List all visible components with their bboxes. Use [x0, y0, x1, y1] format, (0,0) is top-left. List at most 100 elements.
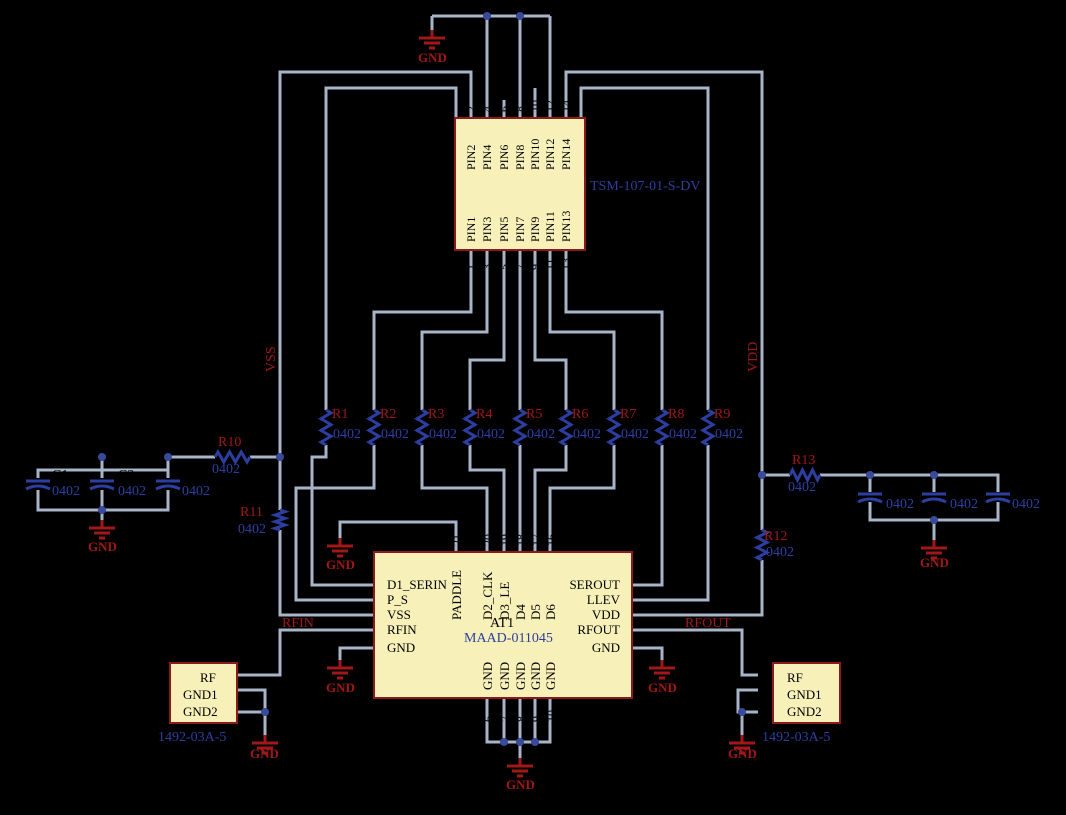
at1-right-pin-label: LLEV: [587, 592, 621, 607]
resistor-ref: R9: [714, 407, 730, 422]
ground-symbol: [507, 758, 533, 778]
ground-label: GND: [648, 680, 677, 695]
j4-bottom-pin-label: PIN3: [480, 217, 494, 242]
resistor-value: 0402: [573, 427, 601, 442]
at1-left-pin-label: D1_SERIN: [387, 577, 448, 592]
resistor-ref: R13: [792, 453, 815, 468]
j1-num-3: 3: [244, 698, 250, 712]
at1-top-pin-number: 20: [481, 534, 495, 546]
ground-symbol: [419, 30, 445, 50]
at1-bottom-pin-label: GND: [513, 662, 528, 690]
resistor-value: 0402: [429, 427, 457, 442]
j4-bottom-pin-number: 13: [559, 258, 573, 270]
capacitor-symbol: [155, 479, 181, 491]
at1-bottom-pin-number: 8: [514, 716, 528, 722]
capacitor-ref: C5: [950, 481, 966, 496]
connector-j4: PIN22PIN44PIN66PIN88PIN1010PIN1212PIN141…: [454, 100, 700, 270]
at1-right-pin-label: GND: [592, 640, 620, 655]
ground-symbol: [327, 660, 353, 680]
at1-part: MAAD-011045: [464, 631, 553, 646]
j4-top-pin-label: PIN6: [497, 145, 511, 170]
ground-symbol: [327, 538, 353, 558]
resistor-ref: R3: [428, 407, 444, 422]
resistor-value: 0402: [621, 427, 649, 442]
at1-top-pin-label: D5: [528, 604, 543, 620]
j4-top-pin-label: PIN2: [464, 145, 478, 170]
capacitor-ref: C3: [182, 468, 198, 483]
at1-right-pin-label: VDD: [592, 607, 620, 622]
j1-pin-gnd1: GND1: [183, 687, 218, 702]
j1-pin-gnd2: GND2: [183, 704, 218, 719]
j4-top-pin-number: 2: [464, 106, 478, 112]
resistor-symbol: [318, 408, 334, 447]
capacitor-ref: C6: [1012, 481, 1028, 496]
capacitor-value: 0402: [182, 484, 210, 499]
ground-label: GND: [920, 555, 949, 570]
resistor-value: 0402: [669, 427, 697, 442]
net-label-rfout: RFOUT: [685, 616, 731, 631]
capacitor-symbol: [25, 479, 51, 491]
j4-bottom-pin-number: 5: [497, 264, 511, 270]
resistor-ref: R8: [668, 407, 684, 422]
resistor-value: 0402: [212, 462, 240, 477]
at1-bottom-pin-number: 6: [481, 716, 495, 722]
at1-top-pin-label: D6: [543, 604, 558, 620]
at1-bottom-pin-label: GND: [528, 662, 543, 690]
ground-label: GND: [728, 746, 757, 761]
j1-num-1: 1: [244, 661, 250, 675]
j2-pin-gnd1: GND1: [787, 687, 822, 702]
j4-bottom-pin-label: PIN9: [528, 217, 542, 242]
resistor-value: 0402: [527, 427, 555, 442]
at1-top-pin-label: D4: [513, 604, 528, 620]
at1-left-pin-number: 1: [358, 572, 364, 586]
at1-left-pin-label: GND: [387, 640, 415, 655]
ground-label: GND: [326, 680, 355, 695]
resistor-symbol: [366, 408, 382, 447]
j4-bottom-pin-label: PIN1: [464, 217, 478, 242]
capacitor-value: 0402: [52, 484, 80, 499]
j4-top-pin-label: PIN14: [559, 139, 573, 170]
resistor-symbol: [462, 408, 478, 447]
j4-bottom-pin-label: PIN13: [559, 211, 573, 242]
ground-symbol: [649, 660, 675, 680]
at1-bottom-pin-number: 9: [529, 716, 543, 722]
at1-right-pin-label: SEROUT: [569, 577, 620, 592]
at1-bottom-pin-number: 10: [544, 710, 558, 722]
at1-top-pin-label: D2_CLK: [480, 571, 495, 620]
at1-left-pin-number: 4: [358, 617, 364, 631]
j2-pin-rf: RF: [787, 670, 803, 685]
at1-bottom-pin-label: GND: [480, 662, 495, 690]
at1-top-pin-number: 21: [450, 534, 464, 546]
j1-num-2: 2: [244, 677, 250, 691]
j4-bottom-pin-number: 1: [464, 264, 478, 270]
resistor-ref: R12: [764, 529, 787, 544]
resistor-ref: R11: [240, 505, 263, 520]
j4-top-pin-number: 8: [513, 106, 527, 112]
resistor-symbol: [414, 408, 430, 447]
capacitor-ref: C4: [886, 481, 902, 496]
at1-bottom-pin-number: 7: [498, 716, 512, 722]
resistor-value: 0402: [477, 427, 505, 442]
resistor-ref: R5: [526, 407, 542, 422]
at1-top-pin-label: D3_LE: [497, 582, 512, 620]
j2-num-3: 3: [758, 698, 764, 712]
j4-bottom-pin-number: 9: [528, 264, 542, 270]
j4-bottom-pin-label: PIN5: [497, 217, 511, 242]
j4-bottom-pin-number: 11: [543, 258, 557, 270]
connector-j2: J2 RF GND1 GND2 1 2 3 1492-03A-5: [758, 650, 841, 745]
net-label-vss: VSS: [264, 346, 279, 372]
at1-top-pin-number: 19: [498, 534, 512, 546]
j2-num-1: 1: [758, 661, 764, 675]
j4-bottom-pin-number: 3: [480, 264, 494, 270]
resistor-symbol: [270, 508, 290, 532]
ground-label: GND: [506, 777, 535, 792]
ground-symbol: [921, 540, 947, 560]
j4-top-pin-label: PIN12: [543, 139, 557, 170]
j2-num-2: 2: [758, 677, 764, 691]
ground-symbol: [252, 735, 278, 755]
capacitor-ref: C2: [118, 468, 134, 483]
resistor-value: 0402: [238, 522, 266, 537]
j4-bottom-pin-label: PIN11: [543, 211, 557, 242]
